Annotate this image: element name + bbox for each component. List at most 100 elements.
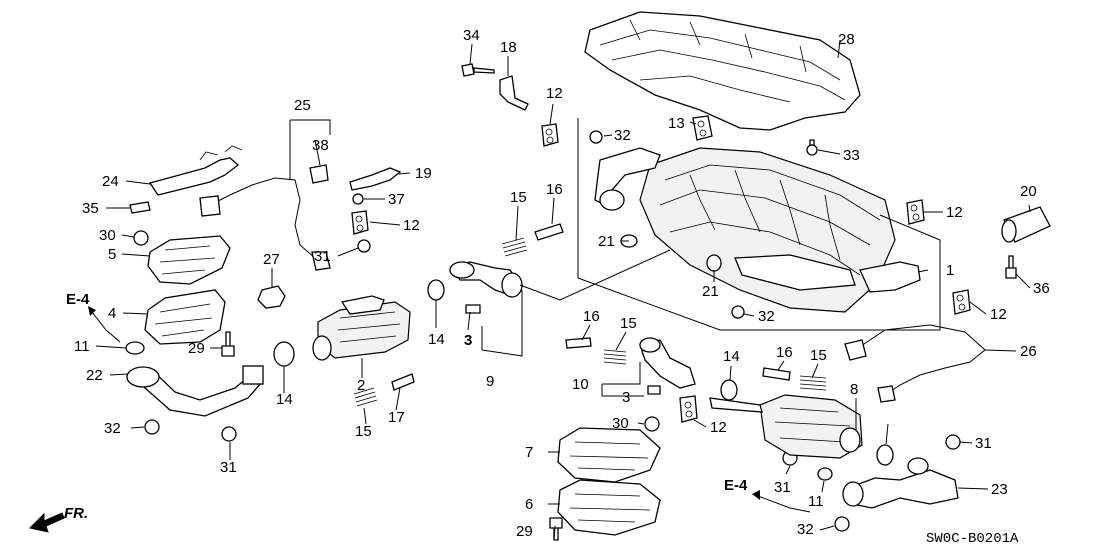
nut-32c (144, 419, 160, 435)
callout-31c: 31 (220, 459, 237, 476)
spring-15d (799, 375, 827, 391)
rear-pipe-23 (847, 469, 959, 509)
nut-32d (834, 516, 850, 532)
heat-shield-28 (584, 11, 861, 131)
callout-32a: 32 (614, 127, 631, 144)
gasket-14a (427, 279, 445, 301)
callout-33: 33 (843, 147, 860, 164)
callout-17: 17 (388, 409, 405, 426)
callout-16c: 16 (776, 344, 793, 361)
callout-14b: 14 (723, 348, 740, 365)
nut-33 (806, 144, 818, 156)
heat-shield-4 (144, 289, 226, 345)
bolt-17 (391, 373, 415, 391)
nut-31b (221, 426, 237, 442)
callout-15a: 15 (510, 189, 527, 206)
callout-19: 19 (415, 165, 432, 182)
catalytic-converter-8 (759, 394, 863, 459)
bolt-34 (461, 63, 495, 77)
callout-4: 4 (108, 305, 116, 322)
callout-27: 27 (263, 251, 280, 268)
callout-15b: 15 (620, 315, 637, 332)
callout-3a: 3 (464, 332, 472, 349)
callout-35: 35 (82, 200, 99, 217)
callout-10: 10 (572, 376, 589, 393)
callout-5: 5 (108, 246, 116, 263)
callout-32b: 32 (758, 308, 775, 325)
callout-8: 8 (850, 381, 858, 398)
callout-21a: 21 (598, 233, 615, 250)
nut-31d (945, 434, 961, 450)
callout-29a: 29 (188, 340, 205, 357)
nut-30a (133, 230, 149, 246)
oxygen-sensor-26 (854, 324, 986, 396)
callout-9: 9 (486, 373, 494, 390)
callout-31d: 31 (774, 479, 791, 496)
leader-lines (95, 39, 1031, 541)
callout-16a: 16 (546, 181, 563, 198)
spring-15a (501, 237, 528, 257)
callout-26: 26 (1020, 343, 1037, 360)
rubber-mount-12b (906, 199, 925, 225)
heat-shield-7 (557, 427, 661, 483)
ref-arrow-e4-right (757, 495, 811, 513)
callout-labels: 34 18 28 12 13 32 33 25 38 24 19 35 37 1… (64, 27, 1050, 547)
bolt-36 (1005, 255, 1017, 279)
gasket-14d (876, 444, 894, 466)
callout-1: 1 (946, 262, 954, 279)
callout-12b: 12 (403, 217, 420, 234)
diagram-code: SW0C-B0201A (926, 531, 1019, 547)
callout-15d: 15 (355, 423, 372, 440)
callout-16b: 16 (583, 308, 600, 325)
bolt-29b (549, 517, 563, 541)
rubber-mount-12d (351, 210, 369, 235)
callout-20: 20 (1020, 183, 1037, 200)
callout-25: 25 (294, 97, 311, 114)
callout-30b: 30 (612, 415, 629, 432)
bolt-29a (221, 331, 235, 357)
bolt-35 (129, 201, 151, 214)
callout-29b: 29 (516, 523, 533, 540)
bolt-16c (762, 367, 791, 381)
callout-2: 2 (357, 377, 365, 394)
rubber-mount-12e (679, 395, 698, 423)
callout-e4-right: E-4 (724, 477, 748, 494)
callout-11b: 11 (808, 493, 824, 510)
callout-34: 34 (463, 27, 480, 44)
bolt-16b (565, 337, 592, 349)
callout-6: 6 (525, 496, 533, 513)
callout-12a: 12 (546, 85, 563, 102)
gasket-14b (273, 341, 295, 367)
callout-15c: 15 (810, 347, 827, 364)
clamp-27 (257, 285, 286, 309)
callout-36: 36 (1033, 280, 1050, 297)
callout-32c: 32 (104, 420, 121, 437)
nut-37 (352, 193, 364, 205)
bracket-18 (499, 75, 529, 111)
bolt-16a (534, 223, 564, 241)
bolt-3a (465, 304, 481, 314)
callout-37: 37 (388, 191, 405, 208)
heat-shield-6 (557, 479, 661, 536)
spring-15c (603, 349, 627, 365)
callout-38: 38 (312, 137, 329, 154)
callout-31b: 31 (975, 435, 992, 452)
callout-14a: 14 (428, 331, 445, 348)
nut-32b (731, 305, 745, 319)
callout-32d: 32 (797, 521, 814, 538)
nut-32a (589, 130, 603, 144)
callout-3b: 3 (622, 389, 630, 406)
gasket-14c (720, 379, 738, 401)
callout-21b: 21 (702, 283, 719, 300)
bolt-3b (647, 385, 661, 395)
bracket-19 (349, 167, 402, 191)
callout-7: 7 (525, 444, 533, 461)
callout-14c: 14 (276, 391, 293, 408)
oxygen-sensor-25 (209, 177, 316, 259)
callout-28: 28 (838, 31, 855, 48)
rubber-mount-13 (692, 115, 713, 141)
callout-11a: 11 (74, 338, 90, 355)
callout-13: 13 (668, 115, 685, 132)
gasket-21b (706, 254, 722, 272)
front-direction-arrow (29, 512, 65, 533)
